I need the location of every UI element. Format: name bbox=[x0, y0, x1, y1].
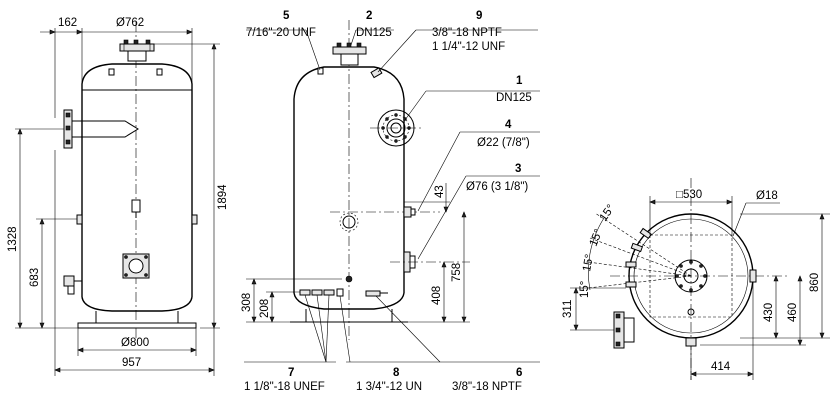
callout-2-spec: DN125 bbox=[356, 27, 392, 39]
callout-5-number: 5 bbox=[283, 10, 290, 22]
callout-6-number: 6 bbox=[516, 367, 522, 379]
dim-957: 957 bbox=[122, 357, 141, 369]
callout-4-spec: Ø22 (7/8") bbox=[477, 137, 530, 149]
angle-label-1: 15° bbox=[598, 203, 618, 224]
callout-6-spec: 3/8"-18 NPTF bbox=[452, 381, 522, 393]
dim-18: Ø18 bbox=[756, 190, 778, 202]
dim-162: 162 bbox=[58, 17, 77, 29]
callout-5-spec: 7/16"-20 UNF bbox=[246, 27, 316, 39]
dim-1894: 1894 bbox=[217, 184, 229, 210]
callout-4-number: 4 bbox=[505, 119, 512, 131]
callout-1-spec: DN125 bbox=[496, 92, 532, 104]
callout-9-spec: 3/8"-18 NPTF bbox=[432, 27, 502, 39]
callout-3-number: 3 bbox=[515, 163, 521, 175]
left-elevation-view: 162 Ø762 1894 1328 683 Ø800 bbox=[7, 17, 229, 376]
dim-430: 430 bbox=[763, 303, 775, 322]
dim-311: 311 bbox=[562, 300, 574, 318]
dim-762: Ø762 bbox=[116, 17, 144, 29]
angle-label-3: 15° bbox=[581, 253, 596, 272]
dim-460: 460 bbox=[787, 303, 799, 322]
dim-1328: 1328 bbox=[7, 226, 19, 252]
callout-2-number: 2 bbox=[366, 10, 372, 22]
callout-7-spec: 1 1/8"-18 UNEF bbox=[244, 381, 325, 393]
callout-8-spec: 1 3/4"-12 UN bbox=[356, 381, 422, 393]
callout-3-spec: Ø76 (3 1/8") bbox=[466, 181, 528, 193]
dim-530: □530 bbox=[676, 189, 702, 201]
middle-elevation-view: 5 7/16"-20 UNF 2 DN125 9 3/8"-18 NPTF 1 … bbox=[241, 10, 540, 393]
dim-758: 758 bbox=[451, 263, 463, 282]
dim-43: 43 bbox=[434, 185, 446, 198]
callout-1-number: 1 bbox=[516, 75, 523, 87]
callout-9-number: 9 bbox=[476, 10, 482, 22]
angle-label-2: 15° bbox=[588, 228, 606, 249]
callout-8-number: 8 bbox=[393, 367, 400, 379]
callout-9-spec2: 1 1/4"-12 UNF bbox=[432, 41, 505, 53]
plan-view: 15° 15° 15° 15° □530 Ø18 860 460 430 bbox=[562, 178, 830, 380]
dim-800: Ø800 bbox=[121, 337, 149, 349]
callout-7-number: 7 bbox=[288, 367, 294, 379]
dim-683: 683 bbox=[29, 268, 41, 287]
dim-408: 408 bbox=[431, 286, 443, 305]
dim-308: 308 bbox=[241, 293, 253, 312]
angle-label-4: 15° bbox=[579, 281, 591, 298]
dim-208: 208 bbox=[259, 299, 271, 318]
dim-414: 414 bbox=[711, 361, 731, 373]
dim-860: 860 bbox=[809, 273, 821, 292]
